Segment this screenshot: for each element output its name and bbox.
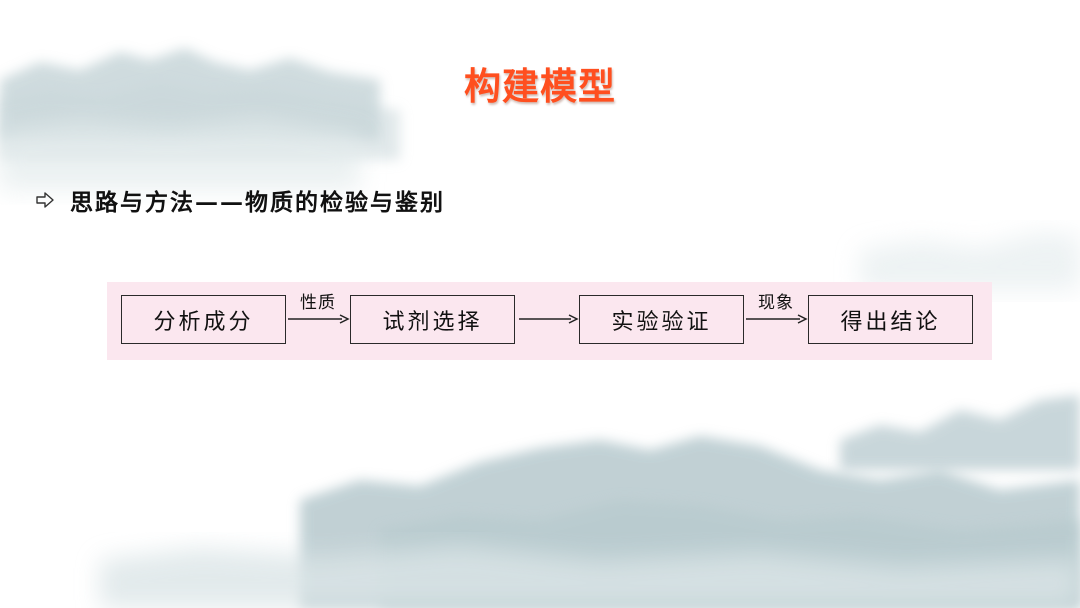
step-experimental-verification: 实验验证 bbox=[579, 295, 744, 344]
slide-title: 构建模型 bbox=[464, 65, 616, 108]
connector-label: 现象 bbox=[758, 293, 794, 313]
connector-properties: 性质 bbox=[286, 282, 350, 360]
hollow-arrow-icon bbox=[36, 192, 54, 208]
process-flow-diagram: 分析成分 性质 试剂选择 实验验证 现象 得出结论 bbox=[107, 282, 992, 360]
connector-plain bbox=[515, 282, 579, 360]
step-draw-conclusion: 得出结论 bbox=[808, 295, 973, 344]
connector-phenomena: 现象 bbox=[744, 282, 808, 360]
subtitle-row: 思路与方法——物质的检验与鉴别 bbox=[36, 184, 445, 216]
arrow-right-icon bbox=[288, 314, 350, 324]
arrow-right-icon bbox=[746, 314, 808, 324]
arrow-right-icon bbox=[519, 314, 579, 324]
step-analyze-components: 分析成分 bbox=[121, 295, 286, 344]
slide-subtitle: 思路与方法——物质的检验与鉴别 bbox=[70, 189, 445, 216]
step-reagent-selection: 试剂选择 bbox=[350, 295, 515, 344]
connector-label: 性质 bbox=[300, 293, 336, 313]
